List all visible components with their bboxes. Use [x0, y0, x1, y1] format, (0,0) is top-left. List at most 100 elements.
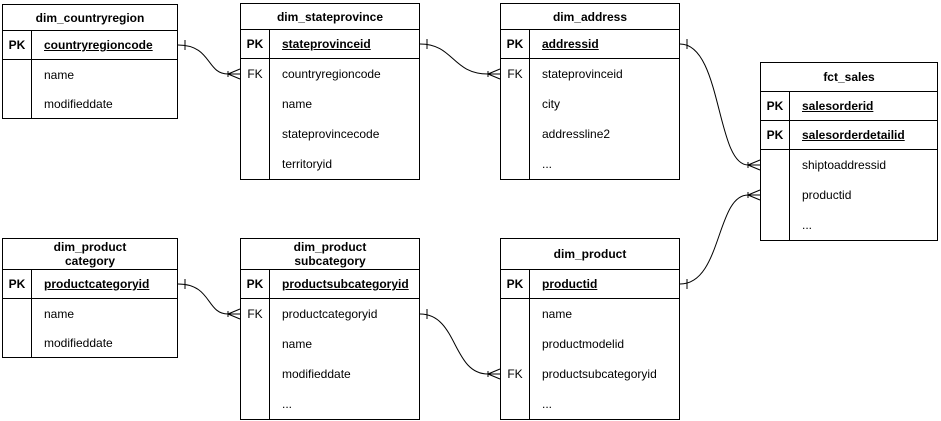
- fk-label: FK: [501, 359, 530, 389]
- key-label: [3, 328, 32, 357]
- table-row: stateprovincecode: [241, 119, 419, 149]
- table-row: FK stateprovinceid: [501, 59, 679, 89]
- table-row: PK salesorderdetailid: [761, 121, 937, 150]
- field-name: addressline2: [542, 127, 611, 141]
- field-name: countryregioncode: [44, 38, 153, 52]
- relationship-productcategory-productsubcategory[interactable]: [177, 279, 241, 320]
- pk-label: PK: [3, 270, 32, 298]
- table-row: city: [501, 89, 679, 119]
- table-dim-stateprovince[interactable]: dim_stateprovince PK stateprovinceid FK …: [240, 3, 420, 180]
- table-row: FK productcategoryid: [241, 299, 419, 329]
- pk-label: PK: [241, 270, 270, 298]
- table-row: ...: [501, 389, 679, 419]
- field-name: productid: [542, 277, 598, 291]
- field-name: countryregioncode: [282, 67, 381, 81]
- field-name: productid: [802, 188, 852, 202]
- field-name: name: [44, 306, 75, 321]
- table-row: name: [241, 89, 419, 119]
- field-name: stateprovincecode: [282, 127, 380, 141]
- field-name: productmodelid: [542, 337, 625, 351]
- table-row: FK countryregioncode: [241, 59, 419, 89]
- table-row: PK productsubcategoryid: [241, 270, 419, 299]
- key-label: [241, 119, 270, 149]
- table-row: addressline2: [501, 119, 679, 149]
- key-label: [241, 149, 270, 179]
- relationship-productsubcategory-product[interactable]: [419, 309, 501, 380]
- field-name: city: [542, 97, 560, 111]
- pk-label: PK: [241, 30, 270, 58]
- key-label: [501, 329, 530, 359]
- field-name: modifieddate: [282, 367, 351, 381]
- key-label: [241, 89, 270, 119]
- pk-label: PK: [501, 270, 530, 298]
- key-label: [501, 389, 530, 419]
- table-row: ...: [501, 149, 679, 179]
- table-row: name: [3, 299, 177, 328]
- field-name: productcategoryid: [44, 277, 150, 291]
- table-row: name: [501, 299, 679, 329]
- table-dim-address[interactable]: dim_address PK addressid FK stateprovinc…: [500, 3, 680, 180]
- key-label: [501, 299, 530, 329]
- field-name: salesorderdetailid: [802, 128, 905, 142]
- field-name: stateprovinceid: [542, 67, 623, 81]
- field-name: ...: [802, 218, 813, 232]
- table-title: dim_product subcategory: [241, 239, 419, 270]
- relationship-countryregion-stateprovince[interactable]: [177, 40, 241, 80]
- field-name: shiptoaddressid: [802, 158, 887, 172]
- table-row: PK addressid: [501, 30, 679, 59]
- table-row: ...: [761, 210, 937, 240]
- key-label: [241, 329, 270, 359]
- table-row: productid: [761, 180, 937, 210]
- field-name: productcategoryid: [282, 307, 378, 321]
- field-name: ...: [542, 157, 553, 171]
- field-name: name: [542, 307, 573, 321]
- table-row: PK countryregioncode: [3, 31, 177, 60]
- pk-label: PK: [501, 30, 530, 58]
- field-name: addressid: [542, 37, 599, 51]
- table-row: FK productsubcategoryid: [501, 359, 679, 389]
- key-label: [241, 359, 270, 389]
- table-row: territoryid: [241, 149, 419, 179]
- table-title: dim_stateprovince: [241, 4, 419, 30]
- table-dim-productcategory[interactable]: dim_product category PK productcategoryi…: [2, 238, 178, 358]
- table-dim-product[interactable]: dim_product PK productid name productmod…: [500, 238, 680, 420]
- key-label: [3, 60, 32, 89]
- field-name: territoryid: [282, 157, 333, 171]
- field-name: salesorderid: [802, 99, 874, 113]
- key-label: [241, 389, 270, 419]
- pk-label: PK: [761, 92, 790, 120]
- field-name: productsubcategoryid: [542, 367, 657, 381]
- table-row: name: [241, 329, 419, 359]
- field-name: modifieddate: [44, 96, 113, 111]
- fk-label: FK: [241, 59, 270, 89]
- fk-label: FK: [501, 59, 530, 89]
- key-label: [3, 89, 32, 118]
- key-label: [501, 149, 530, 179]
- table-dim-productsubcategory[interactable]: dim_product subcategory PK productsubcat…: [240, 238, 420, 420]
- table-row: PK productid: [501, 270, 679, 299]
- field-name: modifieddate: [44, 335, 113, 350]
- field-name: name: [282, 97, 313, 111]
- table-row: PK stateprovinceid: [241, 30, 419, 59]
- relationship-product-fctsales[interactable]: [679, 189, 761, 289]
- field-name: productsubcategoryid: [282, 277, 409, 291]
- table-row: modifieddate: [3, 328, 177, 357]
- pk-label: PK: [761, 121, 790, 149]
- table-fct-sales[interactable]: fct_sales PK salesorderid PK salesorderd…: [760, 62, 938, 241]
- relationship-address-fctsales[interactable]: [679, 39, 761, 171]
- pk-label: PK: [3, 31, 32, 59]
- field-name: stateprovinceid: [282, 37, 371, 51]
- fk-label: FK: [241, 299, 270, 329]
- table-dim-countryregion[interactable]: dim_countryregion PK countryregioncode n…: [2, 4, 178, 119]
- table-row: modifieddate: [241, 359, 419, 389]
- field-name: ...: [542, 397, 553, 411]
- key-label: [501, 89, 530, 119]
- table-title: dim_countryregion: [3, 5, 177, 31]
- table-title: dim_product: [501, 239, 679, 270]
- table-title: fct_sales: [761, 63, 937, 92]
- field-name: name: [44, 67, 75, 82]
- table-row: ...: [241, 389, 419, 419]
- relationship-stateprovince-address[interactable]: [419, 39, 501, 80]
